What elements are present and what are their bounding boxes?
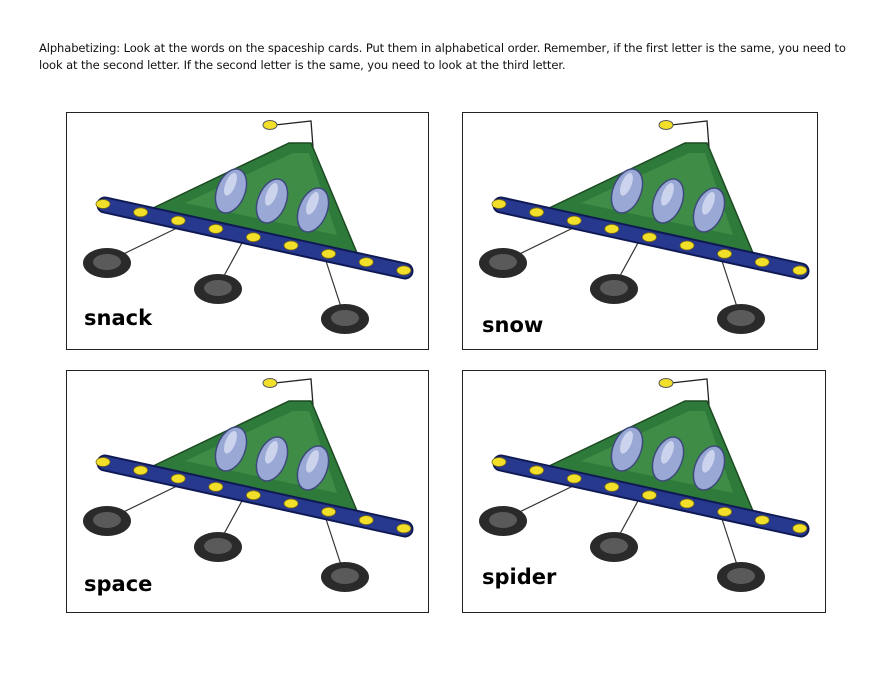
- band-light: [604, 482, 620, 492]
- spaceship-card-spider: spider: [462, 370, 826, 613]
- foot-highlight: [204, 538, 232, 554]
- foot-highlight: [93, 512, 121, 528]
- foot-highlight: [204, 280, 232, 296]
- leg: [324, 257, 344, 314]
- band-light: [170, 473, 186, 484]
- card-word: space: [84, 572, 153, 596]
- band-light: [321, 506, 337, 517]
- band-light: [792, 265, 808, 276]
- band-light: [245, 232, 261, 243]
- band-light: [566, 473, 582, 484]
- spaceship-illustration: [83, 378, 414, 592]
- band-light: [208, 482, 224, 492]
- band-light: [95, 199, 111, 209]
- antenna: [274, 120, 314, 148]
- band-light: [679, 240, 695, 251]
- band-light: [566, 215, 582, 226]
- foot-highlight: [331, 310, 359, 326]
- band-light: [95, 457, 111, 467]
- window-glare: [661, 183, 674, 206]
- band-light: [679, 498, 695, 509]
- spaceship-card-space: space: [66, 370, 429, 613]
- band-light: [641, 232, 657, 243]
- band-light: [717, 248, 733, 259]
- window-glare: [224, 431, 237, 454]
- window-glare: [620, 173, 633, 196]
- band-light: [491, 457, 507, 467]
- foot-highlight: [727, 310, 755, 326]
- spaceship-illustration: [479, 378, 810, 592]
- band-light: [358, 257, 374, 268]
- band-light: [792, 523, 808, 534]
- band-light: [529, 207, 544, 218]
- band-light: [641, 490, 657, 501]
- window-glare: [265, 183, 278, 206]
- card-word: snow: [482, 313, 544, 337]
- band-light: [358, 515, 374, 526]
- band-light: [170, 215, 186, 226]
- antenna: [670, 120, 710, 148]
- foot-highlight: [727, 568, 755, 584]
- window-glare: [306, 450, 319, 473]
- band-light: [321, 248, 337, 259]
- spaceship-illustration: [83, 120, 414, 334]
- worksheet-instructions: Alphabetizing: Look at the words on the …: [39, 41, 846, 72]
- band-light: [283, 240, 299, 251]
- band-light: [133, 465, 148, 476]
- leg: [720, 257, 740, 314]
- window-glare: [661, 441, 674, 464]
- foot-highlight: [489, 512, 517, 528]
- antenna: [274, 378, 314, 406]
- window-glare: [265, 441, 278, 464]
- window-glare: [702, 192, 715, 215]
- antenna: [670, 378, 710, 406]
- band-light: [529, 465, 544, 476]
- foot-highlight: [600, 538, 628, 554]
- band-light: [133, 207, 148, 218]
- window-glare: [620, 431, 633, 454]
- antenna-light: [658, 378, 674, 388]
- spaceship-card-snow: snow: [462, 112, 818, 350]
- band-light: [754, 515, 770, 526]
- foot-highlight: [93, 254, 121, 270]
- band-light: [208, 224, 224, 234]
- window-glare: [702, 450, 715, 473]
- leg: [720, 515, 740, 572]
- band-light: [754, 257, 770, 268]
- antenna-light: [262, 120, 278, 130]
- foot-highlight: [600, 280, 628, 296]
- spaceship-illustration: [479, 120, 810, 334]
- band-light: [717, 506, 733, 517]
- foot-highlight: [331, 568, 359, 584]
- band-light: [604, 224, 620, 234]
- card-word: spider: [482, 565, 557, 589]
- band-light: [396, 523, 412, 534]
- spaceship-card-snack: snack: [66, 112, 429, 350]
- card-word: snack: [84, 306, 153, 330]
- leg: [324, 515, 344, 572]
- band-light: [491, 199, 507, 209]
- band-light: [283, 498, 299, 509]
- antenna-light: [262, 378, 278, 388]
- band-light: [245, 490, 261, 501]
- band-light: [396, 265, 412, 276]
- foot-highlight: [489, 254, 517, 270]
- window-glare: [224, 173, 237, 196]
- window-glare: [306, 192, 319, 215]
- antenna-light: [658, 120, 674, 130]
